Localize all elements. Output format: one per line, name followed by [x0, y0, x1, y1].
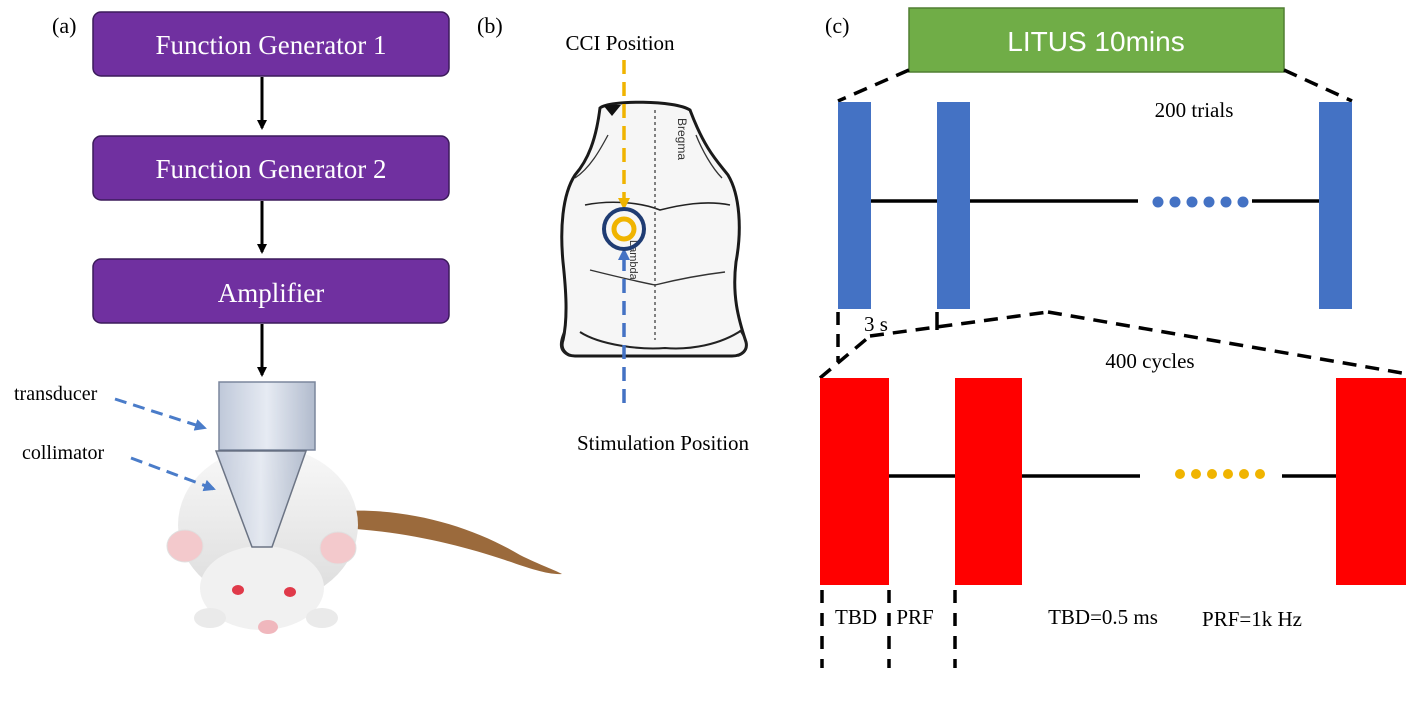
bregma-skull-label: Bregma [675, 118, 689, 160]
amplifier-box: Amplifier [92, 258, 450, 324]
prf-label: PRF [896, 605, 933, 629]
zoom-line-left-top [837, 68, 910, 103]
trial-ellipsis-dots [1152, 196, 1249, 208]
panel-a-label: (a) [52, 13, 76, 38]
trial-block-last [1319, 102, 1352, 309]
transducer-label: transducer [14, 383, 98, 405]
trial-block-first [838, 102, 871, 309]
collimator-pointer-arrow [130, 456, 216, 492]
cci-position-label: CCI Position [565, 31, 675, 55]
transducer-pointer-arrow [114, 397, 207, 431]
cycles-label: 400 cycles [1105, 349, 1194, 373]
burst-block-first [820, 378, 889, 585]
function-generator-2-box: Function Generator 2 [92, 135, 450, 201]
stimulation-position-label: Stimulation Position [577, 431, 750, 455]
trial-duration-label: 3 s [864, 312, 888, 336]
function-generator-1-label: Function Generator 1 [156, 30, 387, 60]
burst-ellipsis-dots [1175, 469, 1265, 479]
litus-header-label: LITUS 10mins [1007, 26, 1184, 57]
panel-b-label: (b) [477, 13, 503, 38]
stimulation-ring [602, 207, 646, 251]
litus-header-box: LITUS 10mins [908, 7, 1285, 73]
collimator-cone [214, 450, 308, 548]
trials-label: 200 trials [1155, 98, 1234, 122]
function-generator-2-label: Function Generator 2 [156, 154, 387, 184]
cci-ring [611, 216, 637, 242]
function-generator-1-box: Function Generator 1 [92, 11, 450, 77]
transducer-block [218, 381, 316, 451]
trial-block-second [937, 102, 970, 309]
panel-c-label: (c) [825, 13, 849, 38]
tbd-value-label: TBD=0.5 ms [1048, 605, 1158, 629]
tbd-label: TBD [835, 605, 877, 629]
zoom-line-right-top [1283, 68, 1353, 103]
amplifier-label: Amplifier [218, 278, 324, 308]
rat-skull-drawing: Bregma Lambda [559, 100, 748, 358]
collimator-label: collimator [22, 442, 105, 464]
burst-block-last [1336, 378, 1406, 585]
burst-block-second [955, 378, 1022, 585]
zoom-line-left-bottom-lower [818, 334, 872, 380]
prf-value-label: PRF=1k Hz [1202, 607, 1302, 631]
zoom-line-left-bottom [869, 310, 1049, 338]
zoom-line-right-bottom [1047, 310, 1403, 375]
